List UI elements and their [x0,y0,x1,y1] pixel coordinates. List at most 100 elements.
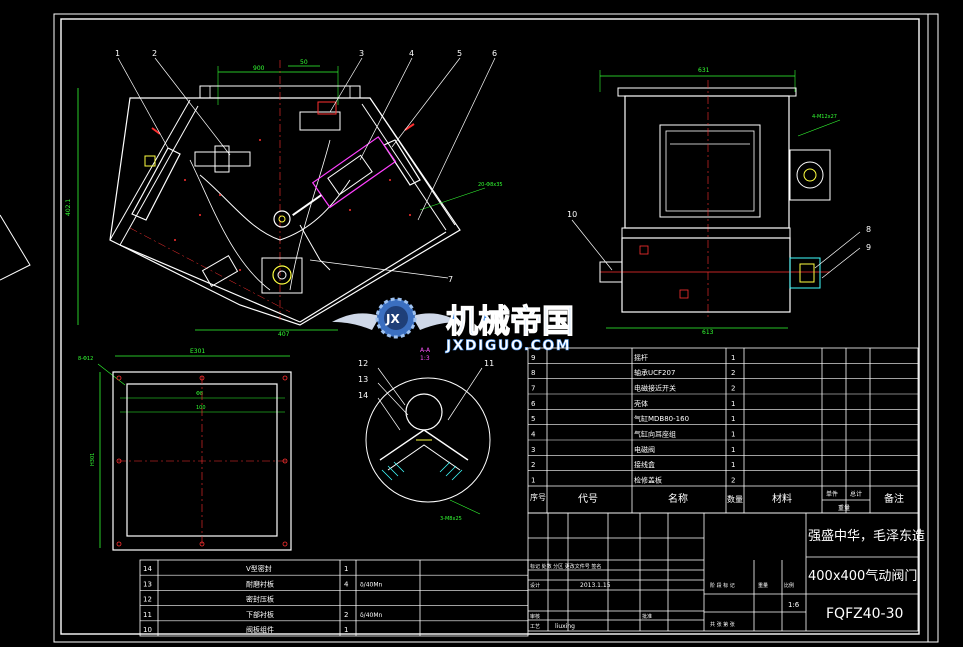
watermark-emblem: JX [385,312,400,326]
front-dim-900: 900 [253,65,265,72]
lower-row-name: V型密封 [246,564,272,573]
tb-sheet-label: 共 张 第 张 [710,621,735,628]
lower-row-no: 13 [143,580,152,588]
lower-row-no: 10 [143,626,152,634]
upper-row-qty: 1 [731,354,735,362]
balloon-1: 1 [115,49,120,58]
upper-row-qty: 2 [731,477,735,485]
upper-row-qty: 1 [731,461,735,469]
upper-row-no: 1 [531,477,535,485]
plan-dim-100: 100 [196,405,206,411]
hdr-code: 代号 [578,493,598,505]
plan-dim-side: H301 [90,453,96,466]
hdr-unit: 单件 [826,490,838,498]
upper-row-name: 轴承UCF207 [634,368,675,377]
detail-view: A-A 1:3 12 13 14 11 3-M8x25 [358,347,494,522]
lower-row-name: 耐磨衬板 [246,579,274,588]
side-view: 631 4-M12x27 613 10 8 9 [567,67,871,336]
lower-row-name: 密封压板 [246,595,274,604]
tb-date: 2013.1.15 [580,582,611,589]
upper-row-name: 摇杆 [634,353,648,362]
upper-row-no: 7 [531,385,535,393]
hdr-weight: 重量 [838,504,850,512]
tb-stage: 阶 段 标 记 [710,582,735,589]
plan-dim-holes: 8-Φ12 [78,356,93,362]
front-dim-bolt: 20-Φ8x35 [478,182,503,188]
lower-row-qty: 1 [344,626,348,634]
front-view: 900 50 402.1 407 [65,49,503,338]
upper-row-qty: 1 [731,446,735,454]
upper-row-name: 气缸向耳座组 [634,430,676,439]
hdr-total: 总计 [850,490,862,498]
tb-drawing-no: FQFZ40-30 [826,606,903,622]
lower-row-no: 14 [143,565,152,573]
balloon-6: 6 [492,49,497,58]
front-dim-50: 50 [300,59,308,66]
upper-row-qty: 2 [731,369,735,377]
upper-row-name: 电磁接近开关 [634,384,676,393]
tb-company: 强盛中华，毛泽东造 [808,529,925,544]
balloon-7: 7 [448,275,453,284]
upper-row-name: 检修盖板 [634,476,662,485]
lower-row-name: 阀板组件 [246,625,274,634]
hdr-no: 序号 [530,492,546,502]
balloon-13: 13 [358,375,368,384]
balloon-8: 8 [866,225,871,234]
detail-scale: 1:3 [420,355,430,362]
wing-left-icon [332,313,380,330]
watermark: JX 机械帝国 JXDIGUO.COM [332,297,575,354]
tb-weight-label: 重量 [758,582,768,589]
detail-title: A-A [420,347,431,354]
front-dim-407: 407 [278,331,290,338]
tb-process-label: 工艺 [530,624,540,630]
detail-dim: 3-M8x25 [440,516,462,522]
upper-row-no: 9 [531,354,535,362]
tb-approve-label: 批准 [642,613,652,620]
hdr-note: 备注 [884,492,904,505]
upper-row-no: 8 [531,369,535,377]
upper-row-name: 气缸MDB80-160 [634,414,689,423]
upper-row-qty: 1 [731,415,735,423]
upper-row-no: 3 [531,446,535,454]
upper-row-name: 壳体 [634,399,648,408]
front-dim-height: 402.1 [65,199,72,216]
side-dim-bolt: 4-M12x27 [812,114,837,120]
upper-row-qty: 1 [731,431,735,439]
upper-row-qty: 1 [731,400,735,408]
upper-row-name: 电磁阀 [634,445,655,454]
balloon-2: 2 [152,49,157,58]
upper-row-name: 接线盒 [634,460,655,469]
balloon-9: 9 [866,243,871,252]
wing-right-icon [412,313,460,330]
watermark-subtitle: JXDIGUO.COM [445,338,571,354]
upper-row-qty: 2 [731,385,735,393]
balloon-14: 14 [358,391,368,400]
tb-review-label: 审核 [530,613,540,620]
tb-sign-label: 设计 [530,582,540,589]
inner-frame [60,18,920,635]
lower-row-qty: 2 [344,611,348,619]
lower-row-qty: 4 [344,580,349,588]
side-dim-bottom: 613 [702,329,714,336]
lower-row-no: 11 [143,611,152,619]
upper-row-no: 4 [531,431,536,439]
balloon-5: 5 [457,49,462,58]
parts-list-lower [139,559,529,637]
plan-dim-top: E301 [190,348,205,355]
hdr-qty: 数量 [727,494,743,504]
lower-row-name: 下部衬板 [246,610,274,619]
outer-frame [53,13,939,643]
lower-row-no: 12 [143,596,152,604]
parts-list-upper [527,347,919,514]
balloon-10: 10 [567,210,577,219]
lower-row-spec: δ/40Mn [360,612,383,619]
tb-stage-labels: 标记 处数 分区 更改文件号 签名 [530,563,601,570]
parts-header: 序号 代号 名称 数量 材料 单件 总计 重量 备注 [530,490,904,512]
tb-designer: liuxing [555,623,575,630]
balloon-12: 12 [358,359,368,368]
balloon-11: 11 [484,359,494,368]
tb-product: 400x400气动阀门 [808,568,917,584]
upper-row-no: 2 [531,461,535,469]
